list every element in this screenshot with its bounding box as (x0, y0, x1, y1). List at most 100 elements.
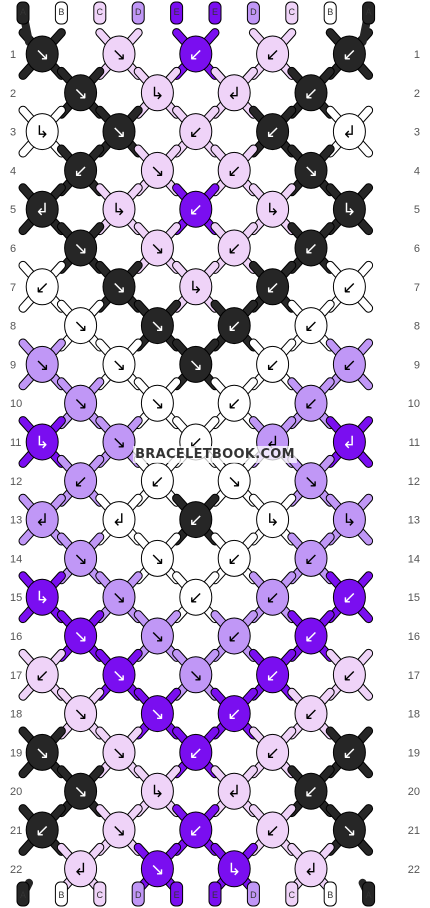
knot-arrow-icon: ↘ (73, 317, 87, 337)
knot-body (217, 539, 251, 577)
knot: ↙ (179, 113, 213, 151)
knot-arrow-icon: ↳ (112, 200, 126, 220)
knot-body (102, 268, 136, 306)
knot-body (332, 578, 366, 616)
knot-body (256, 578, 290, 616)
knot-arrow-icon: ↘ (73, 705, 87, 725)
knot-body (25, 733, 59, 771)
row-label-right: 3 (414, 127, 420, 139)
knot: ↳ (25, 423, 59, 461)
knot: ↙ (25, 811, 59, 849)
knot-arrow-icon: ↳ (150, 84, 164, 104)
knot: ↳ (179, 268, 213, 306)
row-label-right: 10 (408, 398, 420, 410)
knot-arrow-icon: ↘ (304, 161, 318, 181)
knot: ↙ (140, 462, 174, 500)
knot-body (140, 229, 174, 267)
knot: ↳ (217, 850, 251, 888)
knot-body (64, 539, 98, 577)
row-label-right: 15 (408, 592, 420, 604)
knot-arrow-icon: ↙ (265, 45, 279, 65)
column-label-bottom: B (327, 890, 333, 900)
knot-body (140, 307, 174, 345)
knot-body (102, 423, 136, 461)
knot-arrow-icon: ↙ (189, 200, 203, 220)
knot: ↙ (217, 695, 251, 733)
knot: ↘ (64, 695, 98, 733)
thread-end-top (170, 1, 184, 25)
knot: ↙ (256, 113, 290, 151)
knot-arrow-icon: ↲ (227, 782, 241, 802)
knot-arrow-icon: ↙ (304, 549, 318, 569)
thread-end-bottom (246, 881, 260, 907)
knot: ↙ (256, 268, 290, 306)
knot: ↲ (25, 501, 59, 539)
knot: ↲ (217, 772, 251, 810)
knot-body (217, 850, 251, 888)
knot: ↳ (102, 190, 136, 228)
knot-body (294, 539, 328, 577)
knot-arrow-icon: ↘ (150, 161, 164, 181)
knot-body (332, 190, 366, 228)
knot-arrow-icon: ↲ (112, 511, 126, 531)
knot-body (179, 35, 213, 73)
knot-body (294, 74, 328, 112)
knot: ↙ (25, 268, 59, 306)
knot-arrow-icon: ↘ (112, 588, 126, 608)
thread-end-top (285, 1, 299, 25)
knot: ↘ (102, 733, 136, 771)
knot-arrow-icon: ↲ (35, 511, 49, 531)
knot: ↳ (256, 501, 290, 539)
knot-body (256, 113, 290, 151)
knot-body (25, 501, 59, 539)
knot: ↳ (256, 190, 290, 228)
knot: ↘ (102, 578, 136, 616)
knot: ↙ (217, 151, 251, 189)
knot-arrow-icon: ↙ (265, 123, 279, 143)
knot: ↙ (179, 811, 213, 849)
knot-arrow-icon: ↙ (35, 666, 49, 686)
knot-body (140, 695, 174, 733)
knot-arrow-icon: ↘ (73, 239, 87, 259)
knot-arrow-icon: ↲ (227, 84, 241, 104)
knot-body (179, 811, 213, 849)
knot: ↘ (140, 539, 174, 577)
row-label-left: 7 (10, 282, 16, 294)
knot: ↙ (294, 74, 328, 112)
knot-arrow-icon: ↘ (73, 394, 87, 414)
knot-body (64, 617, 98, 655)
knot-body (140, 151, 174, 189)
knot: ↘ (64, 772, 98, 810)
knot-arrow-icon: ↙ (227, 549, 241, 569)
column-label-bottom: D (250, 890, 257, 900)
knot: ↳ (25, 578, 59, 616)
knot-body (332, 113, 366, 151)
knot-arrow-icon: ↙ (342, 45, 356, 65)
knot-body (140, 384, 174, 422)
knot: ↙ (256, 35, 290, 73)
thread-end-bottom (16, 881, 30, 907)
knot-arrow-icon: ↘ (112, 666, 126, 686)
knot-body (256, 811, 290, 849)
column-label-bottom: B (58, 890, 64, 900)
knot-body (25, 578, 59, 616)
knot: ↙ (332, 268, 366, 306)
row-label-right: 13 (408, 515, 420, 527)
knot-arrow-icon: ↳ (35, 433, 49, 453)
row-label-left: 10 (10, 398, 22, 410)
knot-arrow-icon: ↘ (112, 123, 126, 143)
knot-arrow-icon: ↙ (73, 161, 87, 181)
knot: ↙ (294, 229, 328, 267)
knot: ↘ (140, 229, 174, 267)
knot-arrow-icon: ↘ (73, 782, 87, 802)
thread-end-top (323, 1, 337, 25)
knot: ↲ (64, 850, 98, 888)
row-label-right: 6 (414, 243, 420, 255)
column-label-bottom: C (97, 890, 104, 900)
thread-end-top (16, 1, 30, 25)
row-label-right: 22 (408, 864, 420, 876)
knot-arrow-icon: ↙ (227, 239, 241, 259)
knot-body (332, 35, 366, 73)
knot-arrow-icon: ↘ (112, 45, 126, 65)
